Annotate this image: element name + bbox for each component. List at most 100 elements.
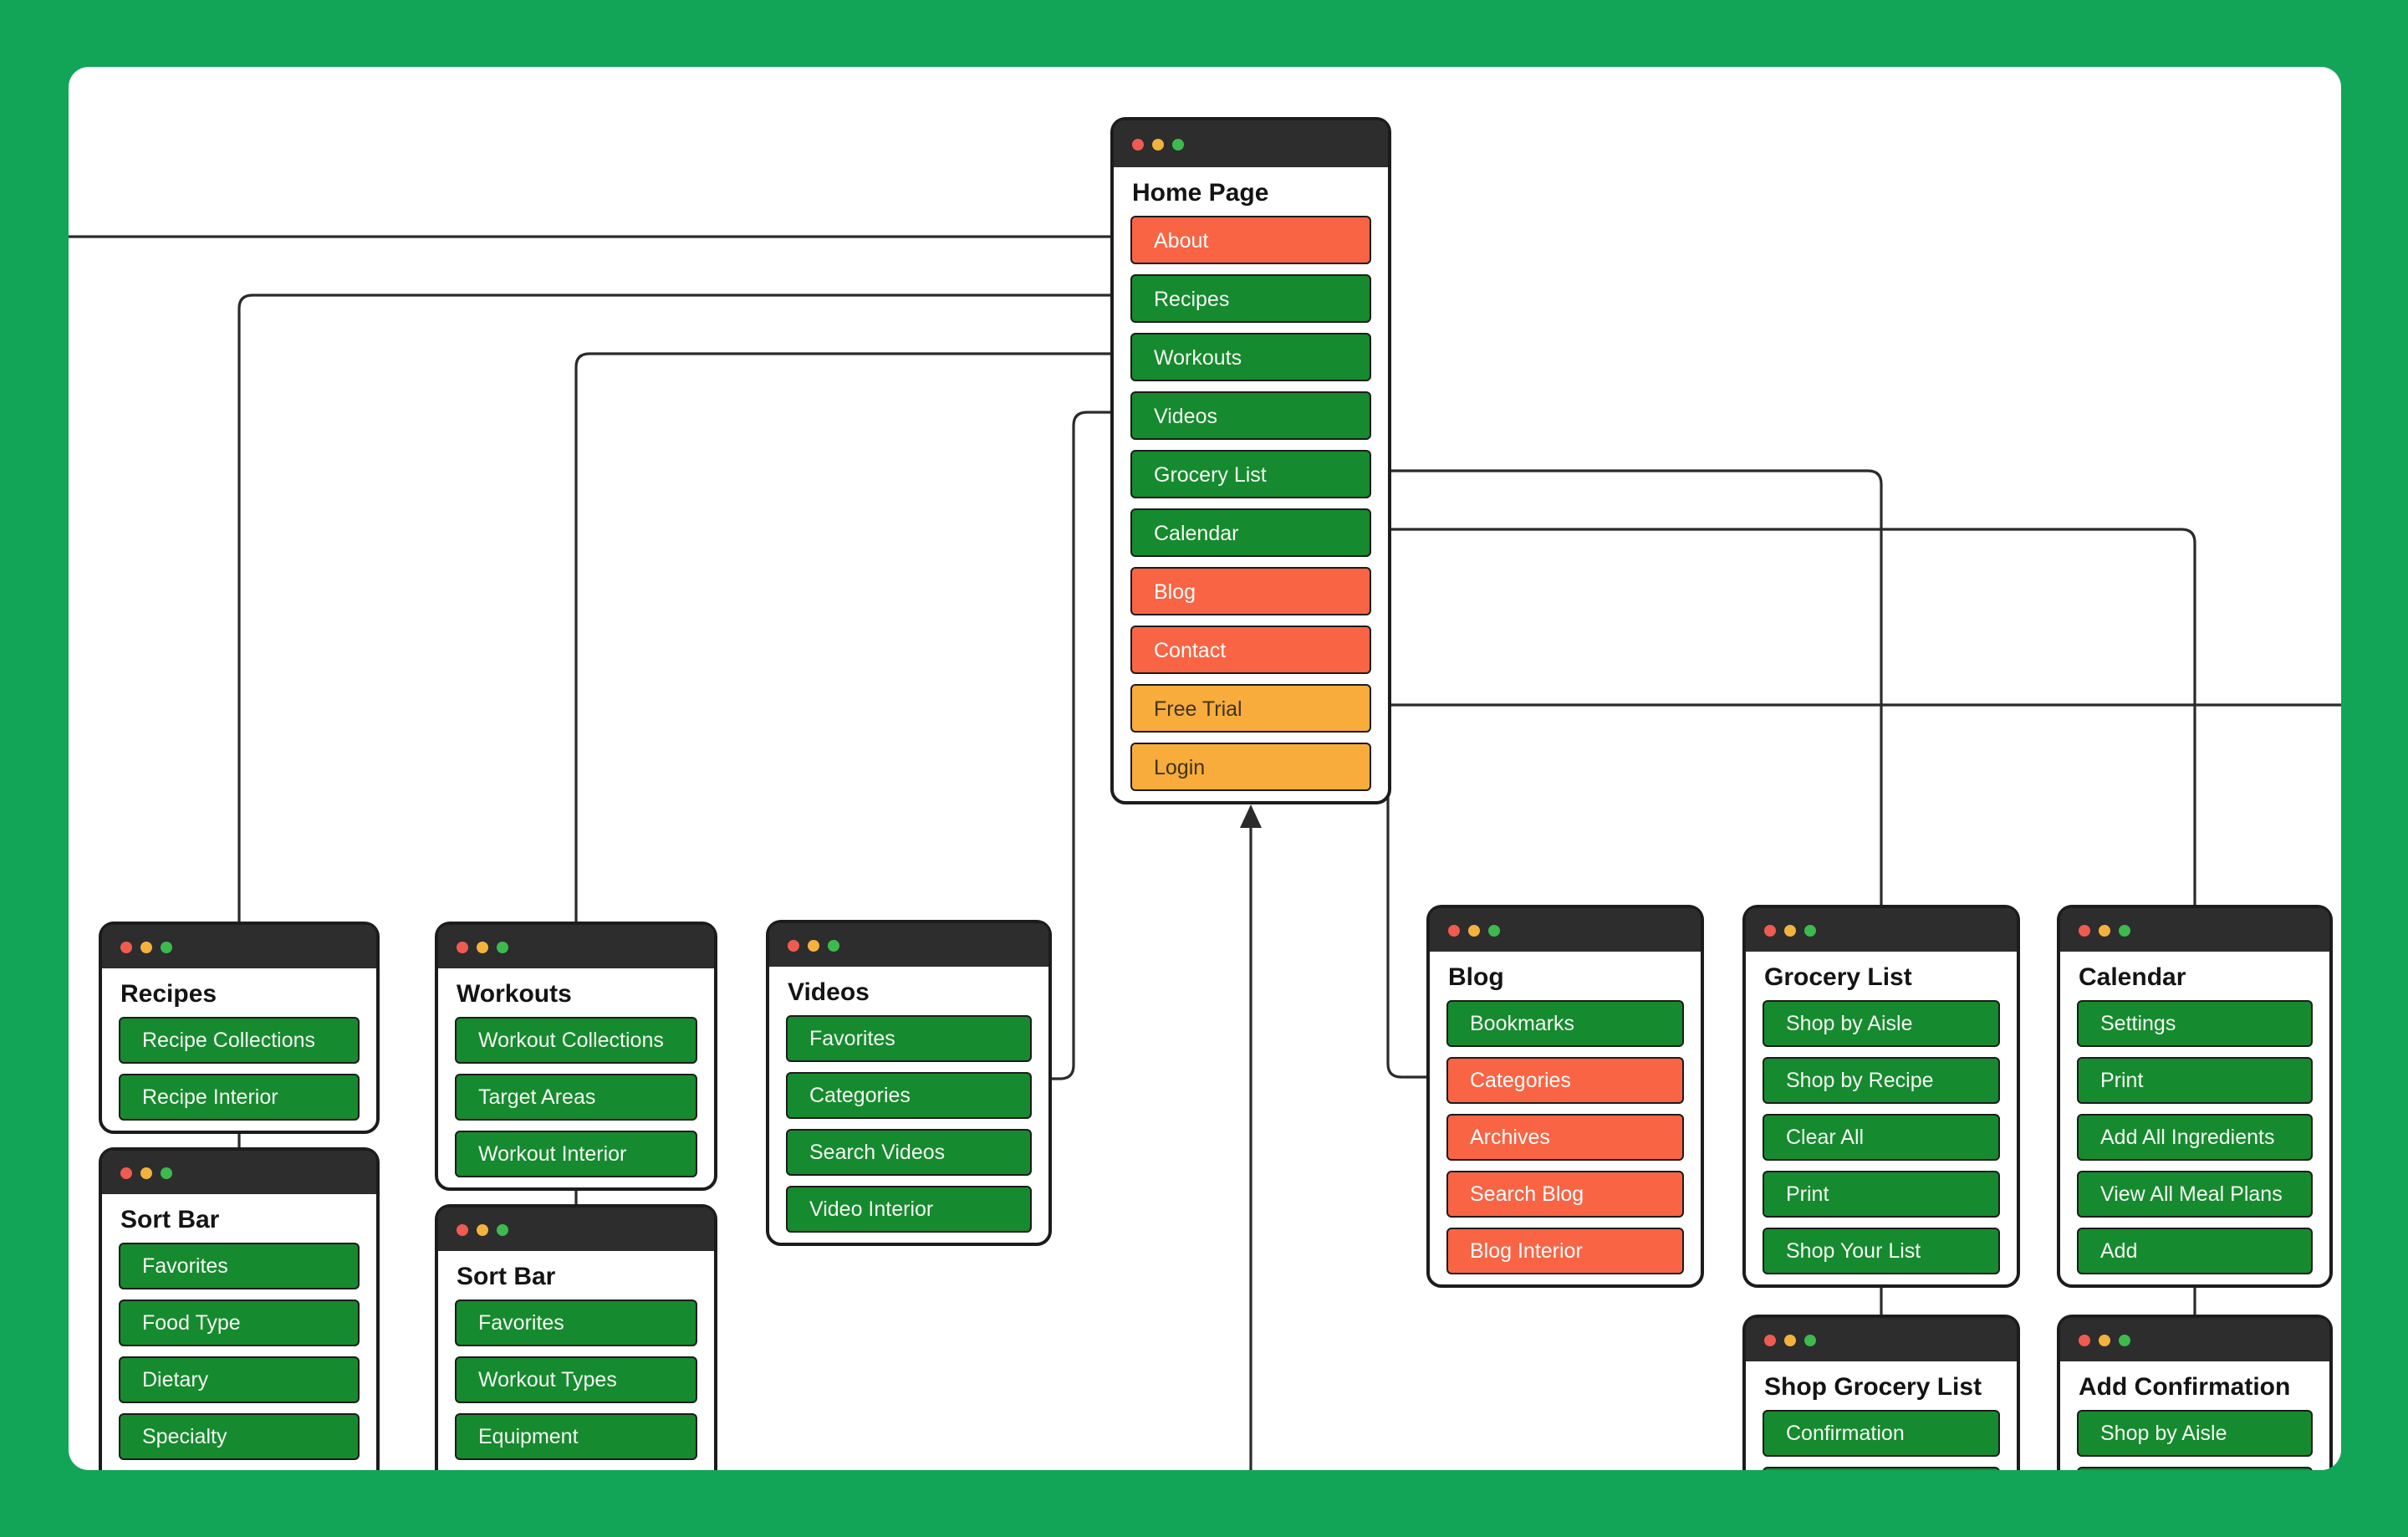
about-item[interactable]: About xyxy=(1130,216,1371,264)
close-dot-icon[interactable] xyxy=(1764,924,1776,936)
close-dot-icon[interactable] xyxy=(1448,924,1460,936)
favorites-item[interactable]: Favorites xyxy=(119,1243,360,1289)
minimize-dot-icon[interactable] xyxy=(1152,138,1164,150)
close-dot-icon[interactable] xyxy=(120,1167,132,1178)
add-item[interactable]: Add xyxy=(2077,1228,2313,1274)
window-titlebar xyxy=(102,925,376,968)
window-titlebar xyxy=(1746,908,2017,952)
connector-home-to-calendar xyxy=(1373,528,2196,905)
window-titlebar xyxy=(769,923,1048,967)
minimize-dot-icon[interactable] xyxy=(1784,1334,1796,1346)
minimize-dot-icon[interactable] xyxy=(140,1167,152,1178)
dietary-item[interactable]: Dietary xyxy=(119,1356,360,1403)
zoom-dot-icon[interactable] xyxy=(2119,1334,2130,1346)
recipe-interior-item[interactable]: Recipe Interior xyxy=(119,1074,360,1121)
minimize-dot-icon[interactable] xyxy=(808,939,819,951)
partial-item[interactable] xyxy=(2077,1467,2313,1470)
close-dot-icon[interactable] xyxy=(788,939,799,951)
partial-item[interactable] xyxy=(1763,1467,2000,1470)
print-item[interactable]: Print xyxy=(1763,1171,2000,1218)
shop-by-recipe-item[interactable]: Shop by Recipe xyxy=(1763,1057,2000,1104)
recipe-collections-item[interactable]: Recipe Collections xyxy=(119,1017,360,1064)
zoom-dot-icon[interactable] xyxy=(1172,138,1184,150)
video-interior-item[interactable]: Video Interior xyxy=(786,1186,1032,1233)
window-titlebar xyxy=(102,1151,376,1194)
close-dot-icon[interactable] xyxy=(2079,924,2090,936)
favorites-item[interactable]: Favorites xyxy=(786,1015,1032,1062)
close-dot-icon[interactable] xyxy=(2079,1334,2090,1346)
minimize-dot-icon[interactable] xyxy=(1468,924,1480,936)
workout-interior-item[interactable]: Workout Interior xyxy=(455,1131,697,1177)
zoom-dot-icon[interactable] xyxy=(497,941,508,952)
clear-all-item[interactable]: Clear All xyxy=(1763,1114,2000,1161)
minimize-dot-icon[interactable] xyxy=(2099,924,2110,936)
shop-by-aisle-item[interactable]: Shop by Aisle xyxy=(2077,1410,2313,1457)
view-all-meal-plans-item[interactable]: View All Meal Plans xyxy=(2077,1171,2313,1218)
close-dot-icon[interactable] xyxy=(457,941,468,952)
close-dot-icon[interactable] xyxy=(1132,138,1144,150)
close-dot-icon[interactable] xyxy=(457,1223,468,1235)
bookmarks-item[interactable]: Bookmarks xyxy=(1446,1000,1684,1047)
add-all-ingredients-item[interactable]: Add All Ingredients xyxy=(2077,1114,2313,1161)
calendar-item[interactable]: Calendar xyxy=(1130,508,1371,557)
blog-interior-item[interactable]: Blog Interior xyxy=(1446,1228,1684,1274)
zoom-dot-icon[interactable] xyxy=(1488,924,1500,936)
workouts-item[interactable]: Workouts xyxy=(1130,333,1371,381)
minimize-dot-icon[interactable] xyxy=(1784,924,1796,936)
login-item[interactable]: Login xyxy=(1130,743,1371,791)
videos-item[interactable]: Videos xyxy=(1130,391,1371,440)
search-videos-item[interactable]: Search Videos xyxy=(786,1129,1032,1176)
card-title: Blog xyxy=(1448,963,1504,992)
zoom-dot-icon[interactable] xyxy=(161,941,172,952)
equipment-item[interactable]: Equipment xyxy=(455,1413,697,1460)
workout-types-item[interactable]: Workout Types xyxy=(455,1356,697,1403)
minimize-dot-icon[interactable] xyxy=(2099,1334,2110,1346)
zoom-dot-icon[interactable] xyxy=(828,939,839,951)
zoom-dot-icon[interactable] xyxy=(497,1223,508,1235)
free-trial-item[interactable]: Free Trial xyxy=(1130,684,1371,733)
minimize-dot-icon[interactable] xyxy=(477,1223,488,1235)
minimize-dot-icon[interactable] xyxy=(477,941,488,952)
archives-item[interactable]: Archives xyxy=(1446,1114,1684,1161)
categories-item[interactable]: Categories xyxy=(1446,1057,1684,1104)
grocery-list-item[interactable]: Grocery List xyxy=(1130,450,1371,498)
search-blog-item[interactable]: Search Blog xyxy=(1446,1171,1684,1218)
confirmation-item[interactable]: Confirmation xyxy=(1763,1410,2000,1457)
specialty-item[interactable]: Specialty xyxy=(119,1413,360,1460)
zoom-dot-icon[interactable] xyxy=(2119,924,2130,936)
zoom-dot-icon[interactable] xyxy=(1804,924,1816,936)
close-dot-icon[interactable] xyxy=(120,941,132,952)
settings-item[interactable]: Settings xyxy=(2077,1000,2313,1047)
food-type-item[interactable]: Food Type xyxy=(119,1300,360,1346)
shop-your-list-item[interactable]: Shop Your List xyxy=(1763,1228,2000,1274)
target-areas-item[interactable]: Target Areas xyxy=(455,1074,697,1121)
recipes-item[interactable]: Recipes xyxy=(1130,274,1371,323)
close-dot-icon[interactable] xyxy=(1764,1334,1776,1346)
card-title: Add Confirmation xyxy=(2079,1373,2291,1402)
card-title: Calendar xyxy=(2079,963,2186,992)
minimize-dot-icon[interactable] xyxy=(140,941,152,952)
zoom-dot-icon[interactable] xyxy=(161,1167,172,1178)
connector-home-to-workouts xyxy=(574,352,1129,922)
zoom-dot-icon[interactable] xyxy=(1804,1334,1816,1346)
blog-item[interactable]: Blog xyxy=(1130,567,1371,615)
print-item[interactable]: Print xyxy=(2077,1057,2313,1104)
workout-collections-item[interactable]: Workout Collections xyxy=(455,1017,697,1064)
connector-home-to-videos xyxy=(1052,411,1129,1080)
favorites-item[interactable]: Favorites xyxy=(455,1300,697,1346)
contact-item[interactable]: Contact xyxy=(1130,626,1371,674)
categories-item[interactable]: Categories xyxy=(786,1072,1032,1119)
shop-by-aisle-item[interactable]: Shop by Aisle xyxy=(1763,1000,2000,1047)
